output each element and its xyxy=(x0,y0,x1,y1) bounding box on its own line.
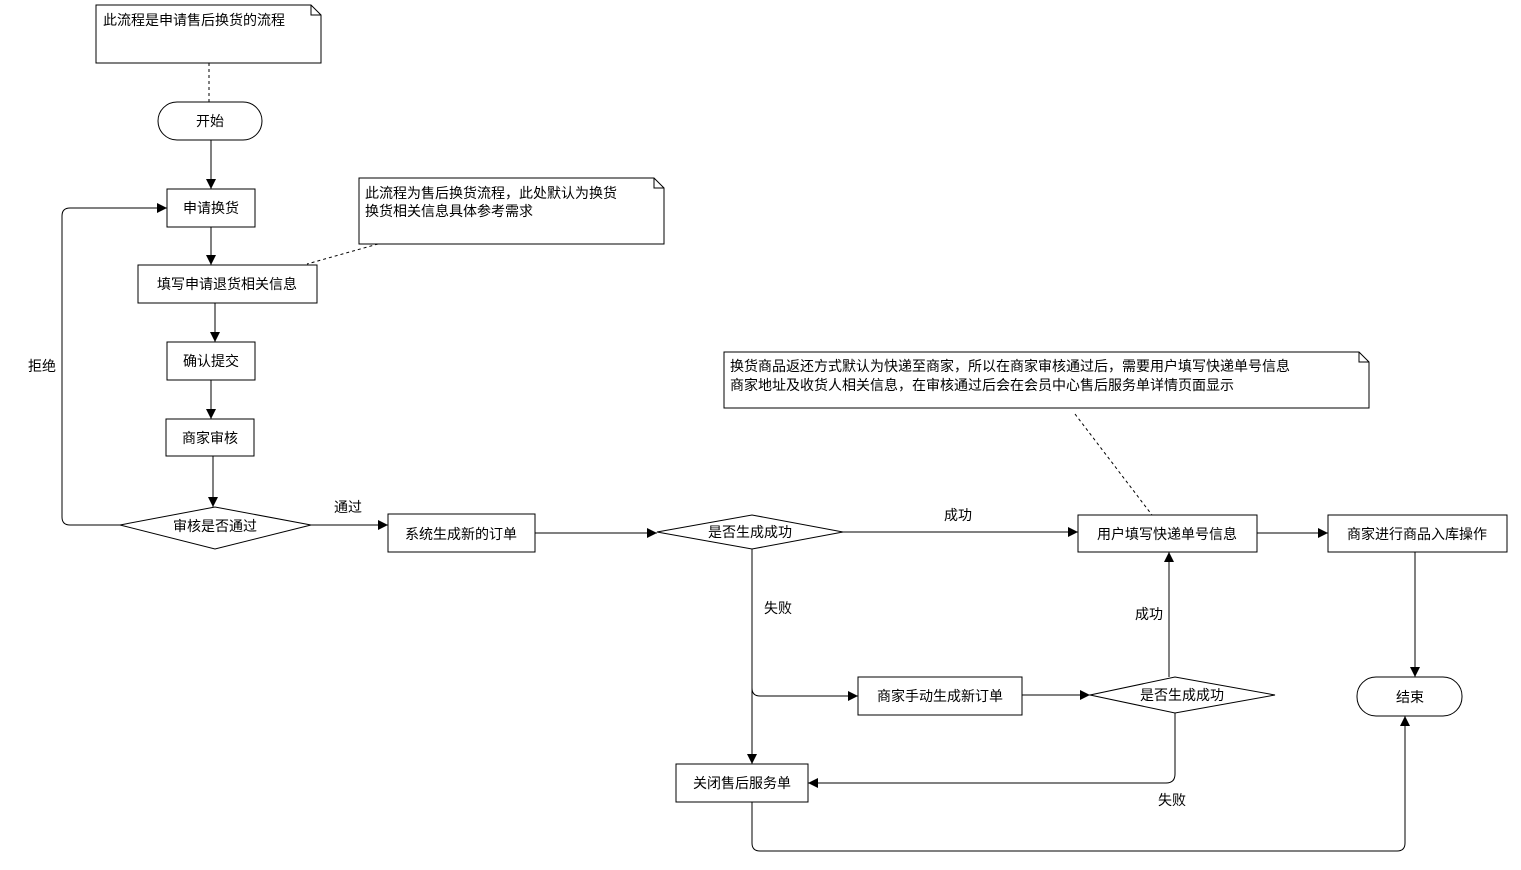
edge-reject xyxy=(61,203,167,526)
svg-text:是否生成成功: 是否生成成功 xyxy=(1140,688,1224,704)
node-review-pass-decision: 审核是否通过 xyxy=(119,506,312,550)
node-system-order: 系统生成新的订单 xyxy=(387,513,536,553)
svg-text:用户填写快递单号信息: 用户填写快递单号信息 xyxy=(1097,526,1237,543)
note-mid: 此流程为售后换货流程，此处默认为换货 换货相关信息具体参考需求 xyxy=(358,177,665,245)
node-manual-order: 商家手动生成新订单 xyxy=(857,676,1023,716)
svg-text:审核是否通过: 审核是否通过 xyxy=(173,519,257,535)
svg-text:结束: 结束 xyxy=(1396,690,1424,706)
note-top-text: 此流程是申请售后换货的流程 xyxy=(103,12,285,29)
note-right-line1: 换货商品返还方式默认为快递至商家，所以在商家审核通过后，需要用户填写快递单号信息 xyxy=(730,358,1290,375)
node-end: 结束 xyxy=(1356,676,1463,717)
node-merchant-review: 商家审核 xyxy=(165,418,255,457)
note-right-line2: 商家地址及收货人相关信息，在审核通过后会在会员中心售后服务单详情页面显示 xyxy=(730,377,1234,394)
edge-fail-2 xyxy=(808,713,1176,788)
svg-text:商家审核: 商家审核 xyxy=(182,430,238,447)
node-confirm: 确认提交 xyxy=(166,341,256,381)
svg-text:填写申请退货相关信息: 填写申请退货相关信息 xyxy=(157,276,297,293)
note-mid-line1: 此流程为售后换货流程，此处默认为换货 xyxy=(365,185,617,202)
svg-text:系统生成新的订单: 系统生成新的订单 xyxy=(405,527,517,543)
label-pass: 通过 xyxy=(334,500,362,516)
svg-text:商家手动生成新订单: 商家手动生成新订单 xyxy=(877,688,1003,705)
label-fail-1: 失败 xyxy=(764,601,792,617)
node-close-service: 关闭售后服务单 xyxy=(675,763,809,803)
svg-text:是否生成成功: 是否生成成功 xyxy=(708,525,792,541)
node-gen-success-2-decision: 是否生成成功 xyxy=(1089,676,1276,714)
label-success-2: 成功 xyxy=(1135,607,1163,623)
node-merchant-stock: 商家进行商品入库操作 xyxy=(1327,514,1508,553)
label-reject: 拒绝 xyxy=(28,359,56,375)
svg-text:关闭售后服务单: 关闭售后服务单 xyxy=(693,776,791,792)
svg-text:开始: 开始 xyxy=(196,114,224,130)
node-start: 开始 xyxy=(157,101,263,141)
svg-text:申请换货: 申请换货 xyxy=(183,200,239,217)
node-apply: 申请换货 xyxy=(166,188,256,228)
note-right-connector xyxy=(1074,413,1153,516)
svg-text:商家进行商品入库操作: 商家进行商品入库操作 xyxy=(1347,526,1487,543)
node-fill-info: 填写申请退货相关信息 xyxy=(137,264,318,304)
note-right: 换货商品返还方式默认为快递至商家，所以在商家审核通过后，需要用户填写快递单号信息… xyxy=(723,351,1370,409)
node-gen-success-1-decision: 是否生成成功 xyxy=(656,514,844,550)
node-user-express: 用户填写快递单号信息 xyxy=(1077,514,1258,553)
svg-text:确认提交: 确认提交 xyxy=(183,353,239,370)
edge-to-manual xyxy=(751,687,858,701)
label-success-1: 成功 xyxy=(944,508,972,524)
note-mid-line2: 换货相关信息具体参考需求 xyxy=(365,203,533,220)
edge-close-end xyxy=(751,716,1410,852)
label-fail-2: 失败 xyxy=(1158,793,1186,809)
note-mid-connector xyxy=(306,243,379,265)
note-top: 此流程是申请售后换货的流程 xyxy=(95,4,322,64)
